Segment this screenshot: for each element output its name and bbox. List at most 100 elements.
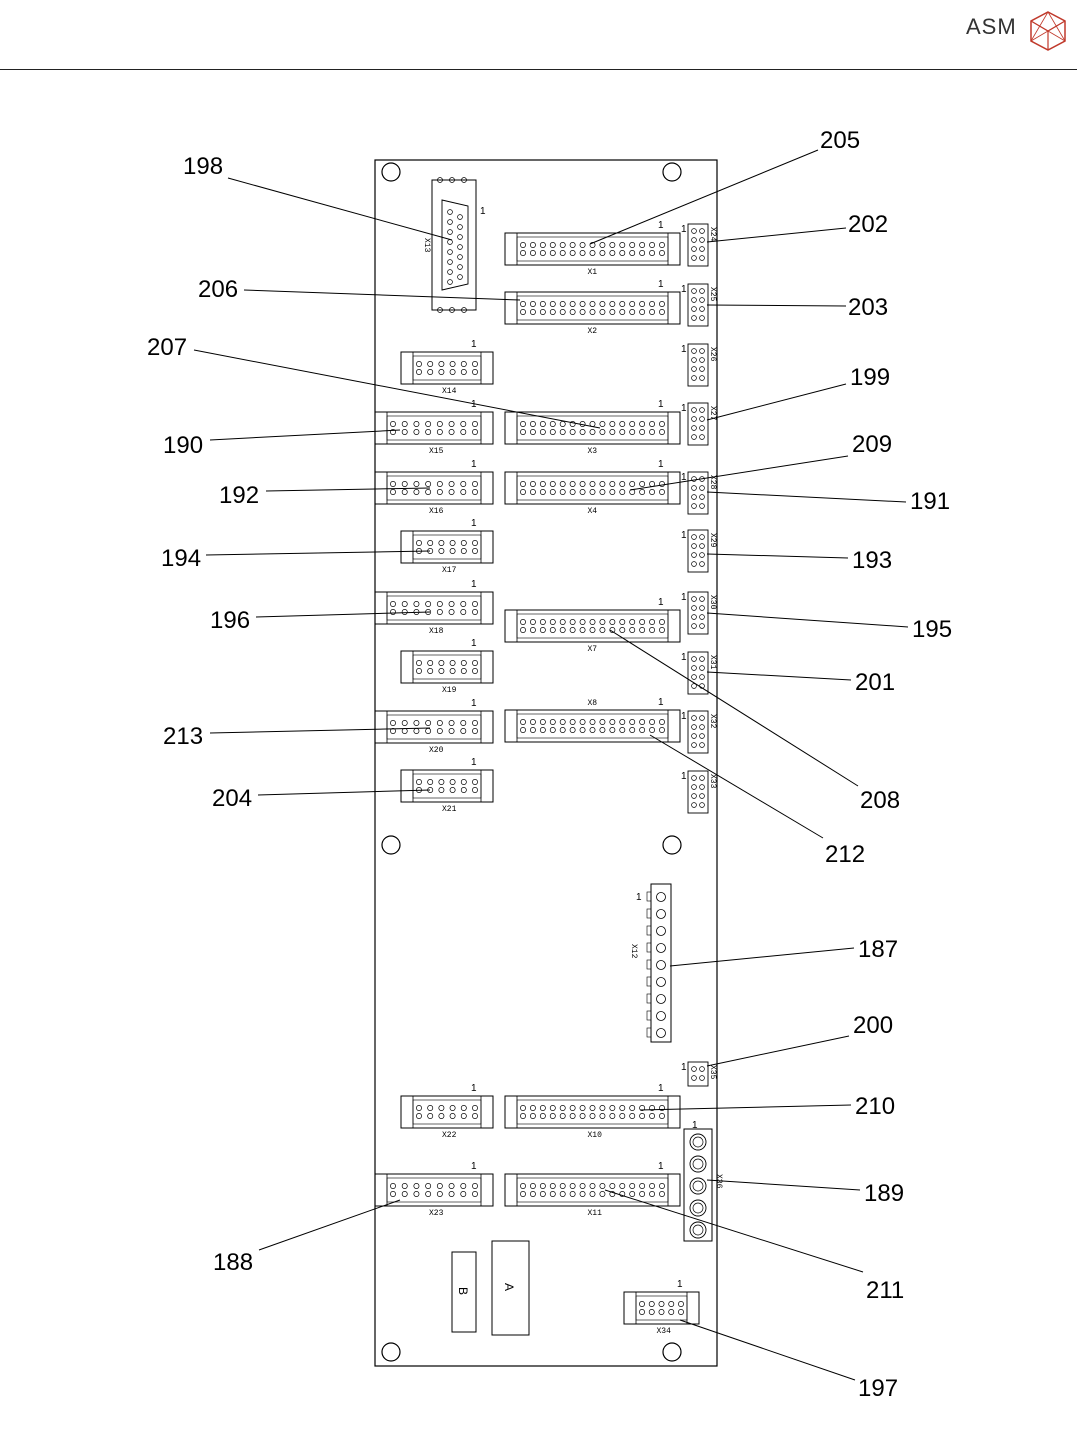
pin — [699, 1075, 705, 1081]
pin — [609, 250, 616, 256]
connector-label: X2 — [588, 327, 598, 336]
pin — [609, 719, 616, 725]
pin — [579, 1191, 586, 1197]
pin — [460, 601, 467, 607]
pin — [401, 601, 408, 607]
connector-label: X19 — [442, 686, 457, 695]
pin — [659, 489, 665, 495]
terminal — [689, 1133, 707, 1151]
pin-one-marker: 1 — [681, 403, 687, 414]
pin — [390, 481, 396, 487]
pin — [691, 596, 697, 602]
pin — [448, 481, 455, 487]
pin — [438, 361, 445, 367]
leader-line-211 — [604, 1189, 864, 1273]
pin — [569, 421, 576, 427]
pin — [659, 619, 665, 625]
pin — [691, 683, 697, 689]
pin — [460, 728, 467, 734]
connector-x4: 1X4 — [504, 459, 681, 516]
pin — [427, 1105, 434, 1111]
pin — [529, 309, 536, 315]
pin — [549, 489, 556, 495]
pin — [549, 719, 556, 725]
pin — [609, 489, 616, 495]
connector-label: X1 — [588, 268, 598, 277]
pin — [520, 1105, 526, 1111]
pin — [691, 775, 697, 781]
pin — [648, 1301, 655, 1307]
pin — [569, 1183, 576, 1189]
callout-205: 205 — [820, 127, 860, 154]
callout-204: 204 — [212, 785, 252, 812]
pin — [639, 1105, 646, 1111]
pin — [579, 719, 586, 725]
pin — [691, 1066, 697, 1072]
pin — [639, 429, 646, 435]
pin — [449, 787, 456, 793]
pin — [559, 429, 566, 435]
pin — [629, 429, 636, 435]
pin — [447, 269, 453, 275]
pin-one-marker: 1 — [681, 592, 687, 603]
callout-193: 193 — [852, 547, 892, 574]
pin — [449, 1105, 456, 1111]
pin — [691, 534, 697, 540]
callout-206: 206 — [198, 276, 238, 303]
pin — [699, 348, 705, 354]
pin — [559, 627, 566, 633]
pin — [569, 481, 576, 487]
connector-label: X18 — [429, 627, 444, 636]
pin — [436, 1191, 443, 1197]
pin — [460, 1113, 467, 1119]
pin — [579, 1105, 586, 1111]
pin-one-marker: 1 — [471, 1083, 477, 1094]
pin — [520, 429, 526, 435]
pin — [699, 237, 705, 243]
pin — [691, 255, 697, 261]
pin — [520, 242, 526, 248]
leader-line-208 — [609, 629, 859, 787]
pin — [649, 1113, 656, 1119]
mounting-hole — [381, 1342, 401, 1362]
leader-line-199 — [706, 383, 847, 421]
callout-190: 190 — [163, 432, 203, 459]
pin-one-marker: 1 — [658, 1161, 664, 1172]
pin — [457, 264, 463, 270]
pin — [416, 1105, 422, 1111]
terminal — [689, 1155, 707, 1173]
component-b — [451, 1251, 477, 1333]
connector-label: X29 — [708, 533, 717, 548]
pin — [639, 1113, 646, 1119]
pin — [691, 237, 697, 243]
pin — [609, 429, 616, 435]
pin — [390, 601, 396, 607]
pin-one-marker: 1 — [658, 697, 664, 708]
pin — [447, 219, 453, 225]
pin — [589, 429, 596, 435]
pin — [659, 301, 665, 307]
component-b-label: B — [456, 1287, 470, 1295]
pin-one-marker: 1 — [471, 638, 477, 649]
pin — [609, 421, 616, 427]
pin — [629, 727, 636, 733]
pin — [579, 619, 586, 625]
connector-label: X4 — [588, 507, 598, 516]
pin-one-marker: 1 — [658, 597, 664, 608]
leader-line-191 — [706, 491, 907, 503]
pin — [619, 1105, 626, 1111]
pin — [438, 668, 445, 674]
connector-x36: 1X36 — [683, 1120, 723, 1242]
pin — [438, 1105, 445, 1111]
pin — [699, 674, 705, 680]
connector-label: X10 — [588, 1131, 603, 1140]
callout-191: 191 — [910, 488, 950, 515]
connector-label: X20 — [429, 746, 444, 755]
pin — [691, 552, 697, 558]
